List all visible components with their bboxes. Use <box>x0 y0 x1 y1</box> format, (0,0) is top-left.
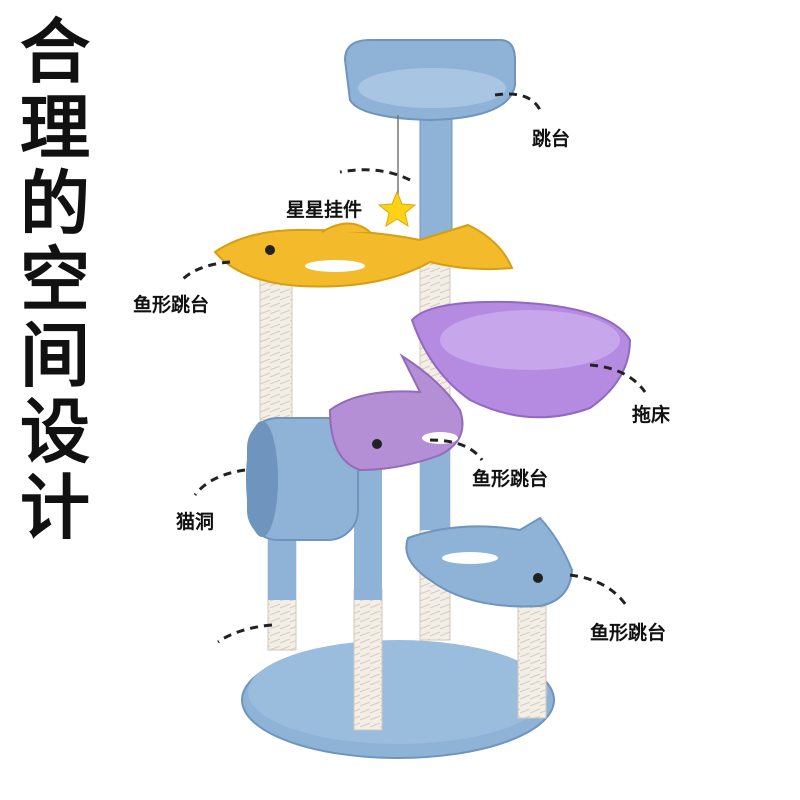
callout-fish-platform-yellow: 鱼形跳台 <box>133 294 210 316</box>
fish-yellow-belly <box>305 260 365 272</box>
post-left <box>259 279 293 421</box>
headline-char: 计 <box>20 467 90 549</box>
headline-char: 理 <box>20 87 90 169</box>
headline-char: 合 <box>20 11 90 93</box>
headline-char: 间 <box>20 315 90 397</box>
callout-star-toy: 星星挂件 <box>286 199 363 221</box>
callout-fish-platform-blue: 鱼形跳台 <box>590 622 667 644</box>
arrow-fish-blue <box>569 573 630 609</box>
fish-purple-eye <box>372 439 382 449</box>
callout-arrows <box>178 92 647 644</box>
arrow-tunnel <box>193 468 246 496</box>
base-platform-top <box>248 640 548 744</box>
arrow-base <box>217 623 273 644</box>
headline-char: 空 <box>20 239 90 321</box>
fish-purple-belly <box>422 432 458 444</box>
fish-yellow-eye <box>265 245 275 255</box>
hammock-inner <box>440 310 620 370</box>
callout-top-platform: 跳台 <box>532 128 571 150</box>
headline-char: 的 <box>20 163 90 245</box>
fish-yellow-fin <box>321 222 371 233</box>
post-front-mid <box>353 589 383 731</box>
top-platform-seat <box>358 68 506 108</box>
post-front-right <box>517 599 547 719</box>
headline-char: 设 <box>20 391 90 473</box>
headline-vertical: 合 理 的 空 间 设 计 <box>12 14 98 546</box>
post-rear-left-top <box>268 530 296 600</box>
arrow-fish-yellow <box>178 260 231 284</box>
fish-platform-yellow <box>213 223 514 288</box>
arrow-hammock <box>589 363 647 393</box>
arrow-fish-purple <box>429 438 484 461</box>
callout-hammock: 拖床 <box>632 404 671 426</box>
fish-blue-belly <box>442 552 498 564</box>
arrow-star <box>339 168 411 182</box>
cat-tunnel-opening <box>246 421 278 537</box>
callout-fish-platform-purple: 鱼形跳台 <box>472 468 549 490</box>
star-icon <box>377 190 417 228</box>
fish-blue-eye <box>533 573 543 583</box>
callout-cat-tunnel: 猫洞 <box>176 511 215 533</box>
arrow-top-platform <box>494 92 542 111</box>
